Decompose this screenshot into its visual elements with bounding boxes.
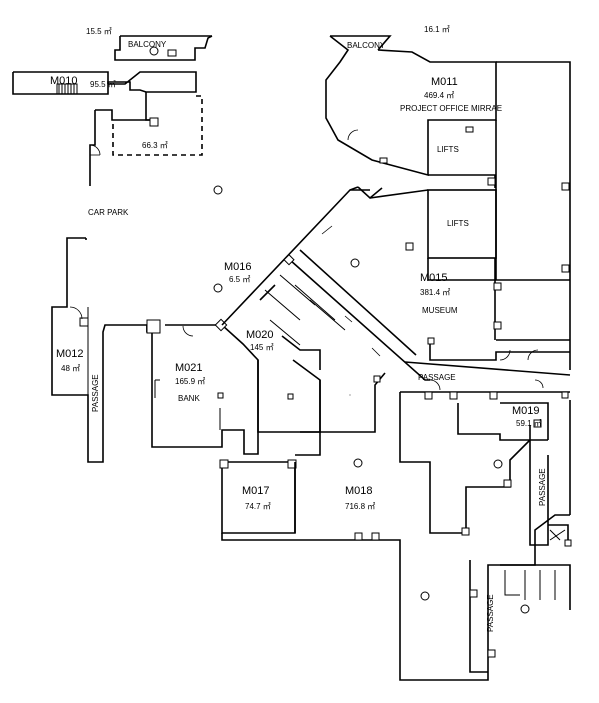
balcony-right-area: 16.1 ㎡ — [424, 25, 450, 34]
lifts-upper-label: LIFTS — [437, 145, 459, 154]
diagonal-zone — [219, 186, 430, 433]
room-m020-area: 145 ㎡ — [250, 343, 274, 352]
room-m021-outline — [146, 318, 259, 455]
passage-left-label: PASSAGE — [91, 374, 100, 412]
car-park-label: CAR PARK — [88, 208, 129, 217]
right-block — [325, 35, 571, 370]
wing-m010 — [12, 35, 213, 186]
room-m016-area: 6.5 ㎡ — [229, 275, 250, 284]
room-m011-name: PROJECT OFFICE MIRRAE — [400, 104, 502, 113]
room-m020-code: M020 — [246, 329, 274, 341]
passage-center-label: PASSAGE — [418, 373, 456, 382]
room-m011-area: 469.4 ㎡ — [424, 91, 454, 100]
room-m019-area: 59.1 ㎡ — [516, 419, 542, 428]
room-m010-code: M010 — [50, 75, 78, 87]
room-m021-code: M021 — [175, 362, 203, 374]
balcony-right-label: BALCONY — [347, 41, 386, 50]
room-m010-area: 95.5 ㎡ — [90, 80, 116, 89]
room-m021-area: 165.9 ㎡ — [175, 377, 205, 386]
room-m021-name: BANK — [178, 394, 200, 403]
lower-block — [213, 185, 572, 681]
room-m012-code: M012 — [56, 348, 84, 360]
room-m019-code: M019 — [512, 405, 540, 417]
room-m012-area: 48 ㎡ — [61, 364, 80, 373]
room-m017-code: M017 — [242, 485, 270, 497]
labels: 15.5 ㎡ BALCONY M010 95.5 ㎡ 66.3 ㎡ 16.1 ㎡… — [50, 25, 547, 632]
balcony-left-label: BALCONY — [128, 40, 167, 49]
room-m015-area: 381.4 ㎡ — [420, 288, 450, 297]
room-m015-code: M015 — [420, 272, 448, 284]
room-m018-area: 716.8 ㎡ — [345, 502, 375, 511]
balcony-left-area: 15.5 ㎡ — [86, 27, 112, 36]
left-zone — [51, 237, 148, 463]
room-m016-code: M016 — [224, 261, 252, 273]
passage-right-label: PASSAGE — [538, 468, 547, 506]
room-m011-code: M011 — [431, 76, 458, 88]
room-m017-area: 74.7 ㎡ — [245, 502, 271, 511]
room-m015-name: MUSEUM — [422, 306, 458, 315]
lifts-lower-label: LIFTS — [447, 219, 469, 228]
passage-bottom-label: PASSAGE — [486, 594, 495, 632]
room-m018-code: M018 — [345, 485, 373, 497]
room-66-area: 66.3 ㎡ — [142, 141, 168, 150]
